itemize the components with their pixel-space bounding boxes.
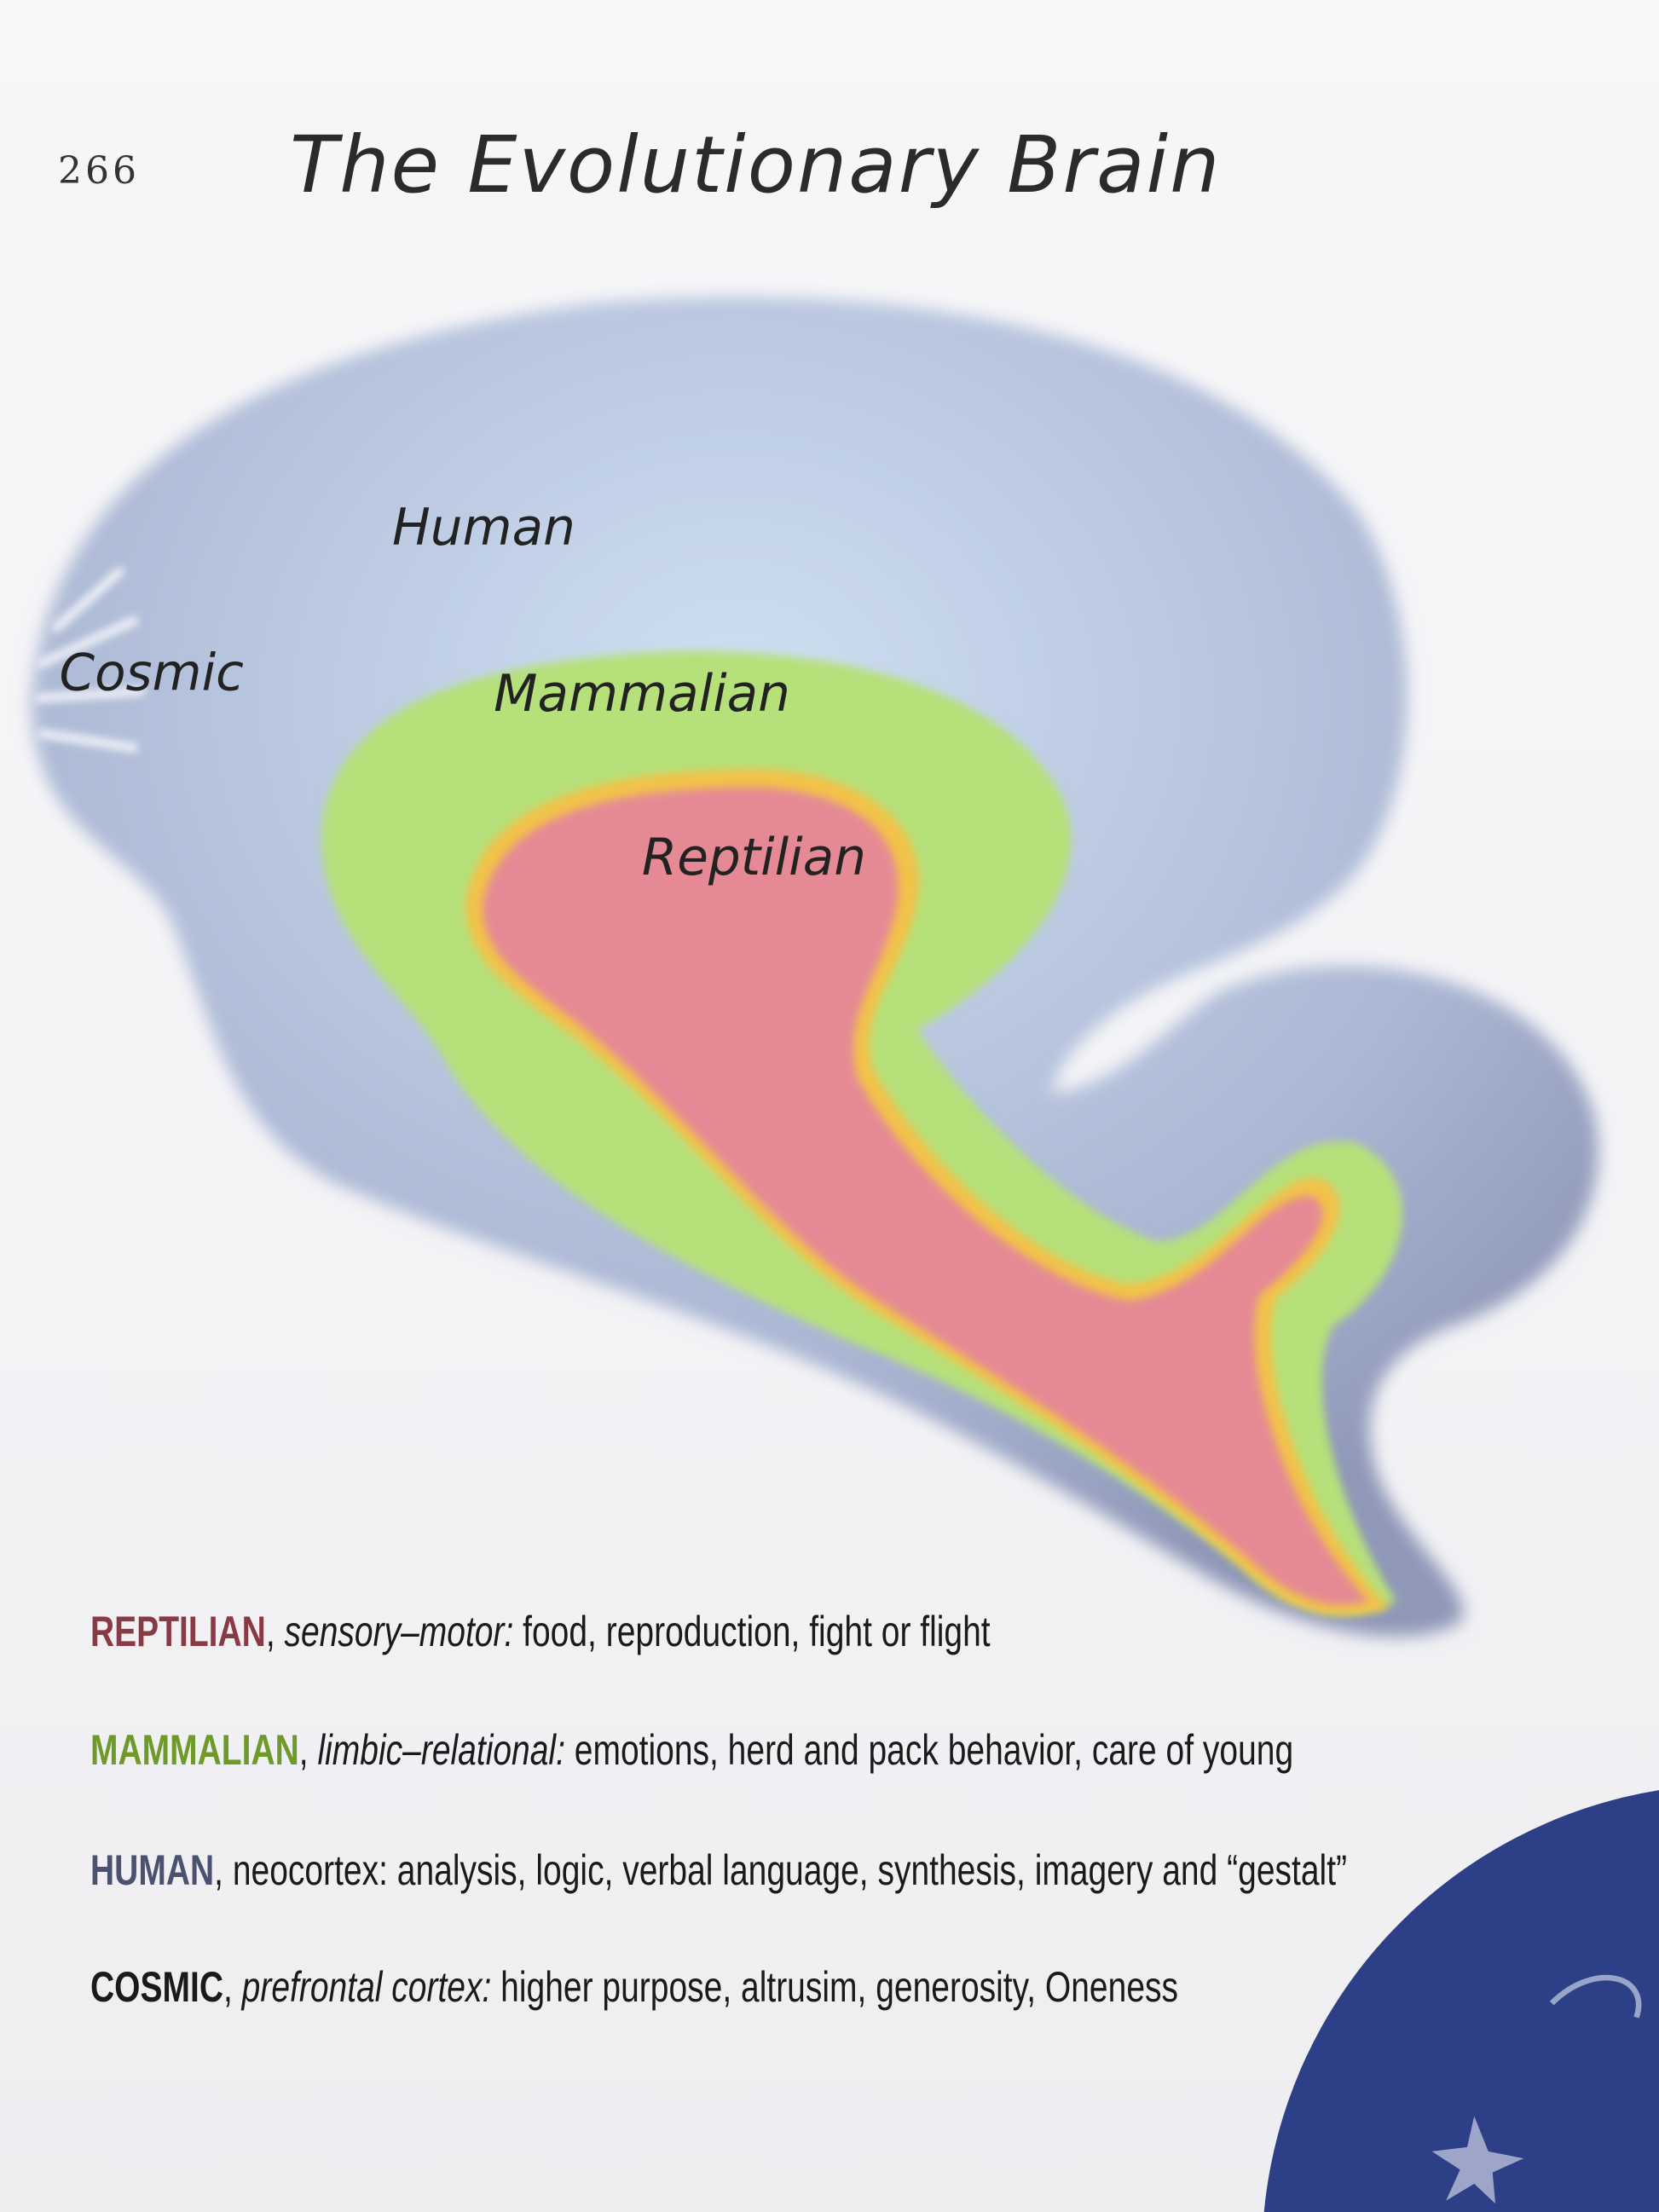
star-icon — [1431, 2116, 1524, 2204]
legend-sep: , — [214, 1846, 233, 1894]
cosmic-rays — [35, 567, 146, 753]
legend-text: analysis, logic, verbal language, synthe… — [387, 1846, 1348, 1894]
legend-text: food, reproduction, fight or flight — [513, 1608, 991, 1655]
legend-sep: , — [265, 1608, 285, 1655]
label-mammalian: Mammalian — [494, 665, 790, 724]
planet-swirl — [1549, 1974, 1642, 2019]
legend-item-reptilian: REPTILIAN, sensory–motor: food, reproduc… — [90, 1607, 991, 1656]
label-reptilian: Reptilian — [642, 829, 866, 887]
legend-qualifier: limbic–relational: — [317, 1726, 565, 1774]
page-number: 266 — [58, 149, 140, 193]
legend-qualifier: sensory–motor: — [284, 1608, 514, 1655]
legend-key: HUMAN — [90, 1846, 215, 1894]
legend-qualifier: neocortex: — [232, 1846, 388, 1894]
legend-sep: , — [298, 1726, 318, 1774]
reptilian-region — [482, 787, 1369, 1605]
label-cosmic: Cosmic — [60, 644, 244, 702]
legend-qualifier: prefrontal cortex: — [241, 1963, 492, 2011]
legend-item-cosmic: COSMIC, prefrontal cortex: higher purpos… — [90, 1962, 1178, 2012]
planet-illustration — [1263, 1790, 1659, 2212]
legend-sep: , — [223, 1963, 242, 2011]
legend-item-mammalian: MAMMALIAN, limbic–relational: emotions, … — [90, 1725, 1293, 1775]
legend-item-human: HUMAN, neocortex: analysis, logic, verba… — [90, 1845, 1347, 1895]
label-human: Human — [392, 499, 575, 557]
page-title: The Evolutionary Brain — [290, 119, 1222, 211]
legend-key: REPTILIAN — [90, 1608, 266, 1655]
legend-key: COSMIC — [90, 1963, 223, 2011]
legend-key: MAMMALIAN — [90, 1726, 299, 1774]
legend-text: emotions, herd and pack behavior, care o… — [564, 1726, 1294, 1774]
legend-text: higher purpose, altrusim, generosity, On… — [491, 1963, 1179, 2011]
